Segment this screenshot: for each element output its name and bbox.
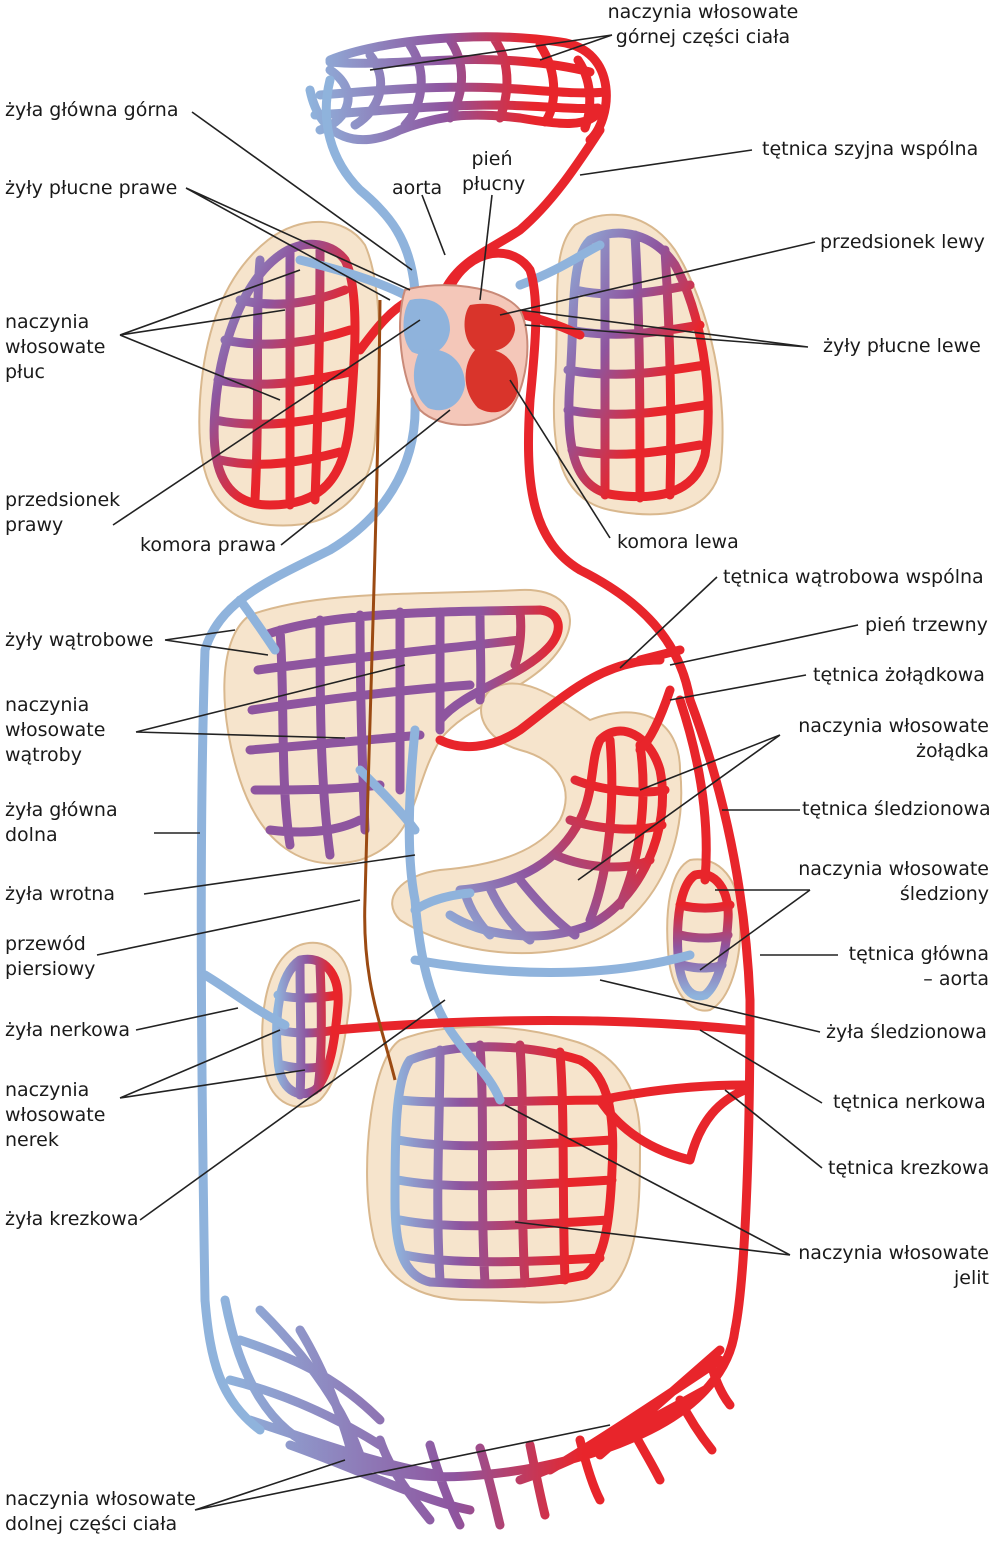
label-right-pulmonary-veins: żyły płucne prawe <box>5 177 178 199</box>
label-liver-capillaries: naczynia włosowate wątroby <box>5 694 106 766</box>
label-common-carotid-artery: tętnica szyjna wspólna <box>762 138 979 160</box>
gastric-vein <box>410 888 475 915</box>
superior-vena-cava <box>321 75 420 335</box>
label-right-atrium: przedsionek prawy <box>5 489 121 536</box>
capillary-beds <box>209 32 740 1530</box>
hepatic-vein <box>235 595 280 655</box>
label-thoracic-duct: przewód piersiowy <box>5 933 96 980</box>
left-atrium-shape <box>464 303 515 352</box>
portal-vein-path <box>404 725 505 1105</box>
leader-lines <box>96 34 859 1511</box>
left-lung-capillaries <box>563 228 713 503</box>
label-inferior-vena-cava: żyła główna dolna <box>5 799 118 846</box>
label-pulmonary-trunk: pień płucny <box>462 148 526 195</box>
label-kidney-capillaries: naczynia włosowate nerek <box>5 1079 106 1151</box>
right-pulmonary-vein <box>295 255 410 300</box>
splenic-artery-path <box>675 695 711 885</box>
label-main-aorta: tętnica główna – aorta <box>848 943 989 990</box>
label-left-pulmonary-veins: żyły płucne lewe <box>823 335 981 357</box>
liver-capillaries <box>245 605 563 860</box>
label-mesenteric-vein: żyła krezkowa <box>5 1208 139 1230</box>
portal-branch-liver <box>355 765 420 835</box>
label-lower-body-capillaries: naczynia włosowate dolnej części ciała <box>5 1488 196 1535</box>
label-splenic-vein: żyła śledzionowa <box>826 1021 987 1043</box>
aortic-arch <box>440 248 541 405</box>
label-intestine-capillaries: naczynia włosowate jelit <box>798 1242 989 1289</box>
inferior-vena-cava-bottom <box>200 1295 265 1435</box>
kidney-capillaries <box>272 954 343 1100</box>
label-spleen-capillaries: naczynia włosowate śledziony <box>798 858 989 905</box>
label-common-hepatic-artery: tętnica wątrobowa wspólna <box>723 566 984 588</box>
label-aorta: aorta <box>392 177 443 199</box>
label-splenic-artery: tętnica śledzionowa <box>802 798 991 820</box>
label-portal-vein: żyła wrotna <box>5 883 115 905</box>
label-lung-capillaries: naczynia włosowate płuc <box>5 311 106 383</box>
label-right-ventricle: komora prawa <box>140 534 277 556</box>
heart <box>399 284 529 426</box>
label-gastric-artery: tętnica żołądkowa <box>813 664 985 686</box>
upper-body-capillaries <box>305 32 611 145</box>
renal-vein-path <box>200 970 290 1030</box>
thoracic-duct <box>363 299 397 1081</box>
renal-artery-path <box>330 1016 750 1035</box>
label-stomach-capillaries: naczynia włosowate żołądka <box>798 715 989 762</box>
inferior-vena-cava-path <box>196 395 420 1305</box>
right-atrium-shape <box>403 298 450 355</box>
arteries <box>330 125 755 1335</box>
label-upper-body-capillaries: naczynia włosowate górnej części ciała <box>607 1 799 48</box>
label-hepatic-veins: żyły wątrobowe <box>5 629 154 651</box>
right-lung-capillaries <box>209 239 360 510</box>
gastric-artery-path <box>635 685 675 755</box>
mesenteric-artery-path <box>595 1080 750 1165</box>
label-left-atrium: przedsionek lewy <box>820 231 985 253</box>
label-left-ventricle: komora lewa <box>617 531 739 553</box>
veins <box>196 75 695 1435</box>
splenic-vein <box>410 950 695 977</box>
label-renal-artery: tętnica nerkowa <box>833 1091 986 1113</box>
lower-body-capillaries <box>220 1295 740 1530</box>
right-ventricle-shape <box>413 349 465 411</box>
spleen-capillaries <box>673 869 735 1001</box>
label-renal-vein: żyła nerkowa <box>5 1019 130 1041</box>
left-ventricle-shape <box>465 349 519 413</box>
label-mesenteric-artery: tętnica krezkowa <box>828 1157 990 1179</box>
descending-aorta <box>523 395 755 1335</box>
label-celiac-trunk: pień trzewny <box>865 614 988 636</box>
hepatic-artery <box>435 655 665 752</box>
label-superior-vena-cava: żyła główna górna <box>5 99 179 121</box>
intestine-capillaries <box>390 1040 618 1289</box>
